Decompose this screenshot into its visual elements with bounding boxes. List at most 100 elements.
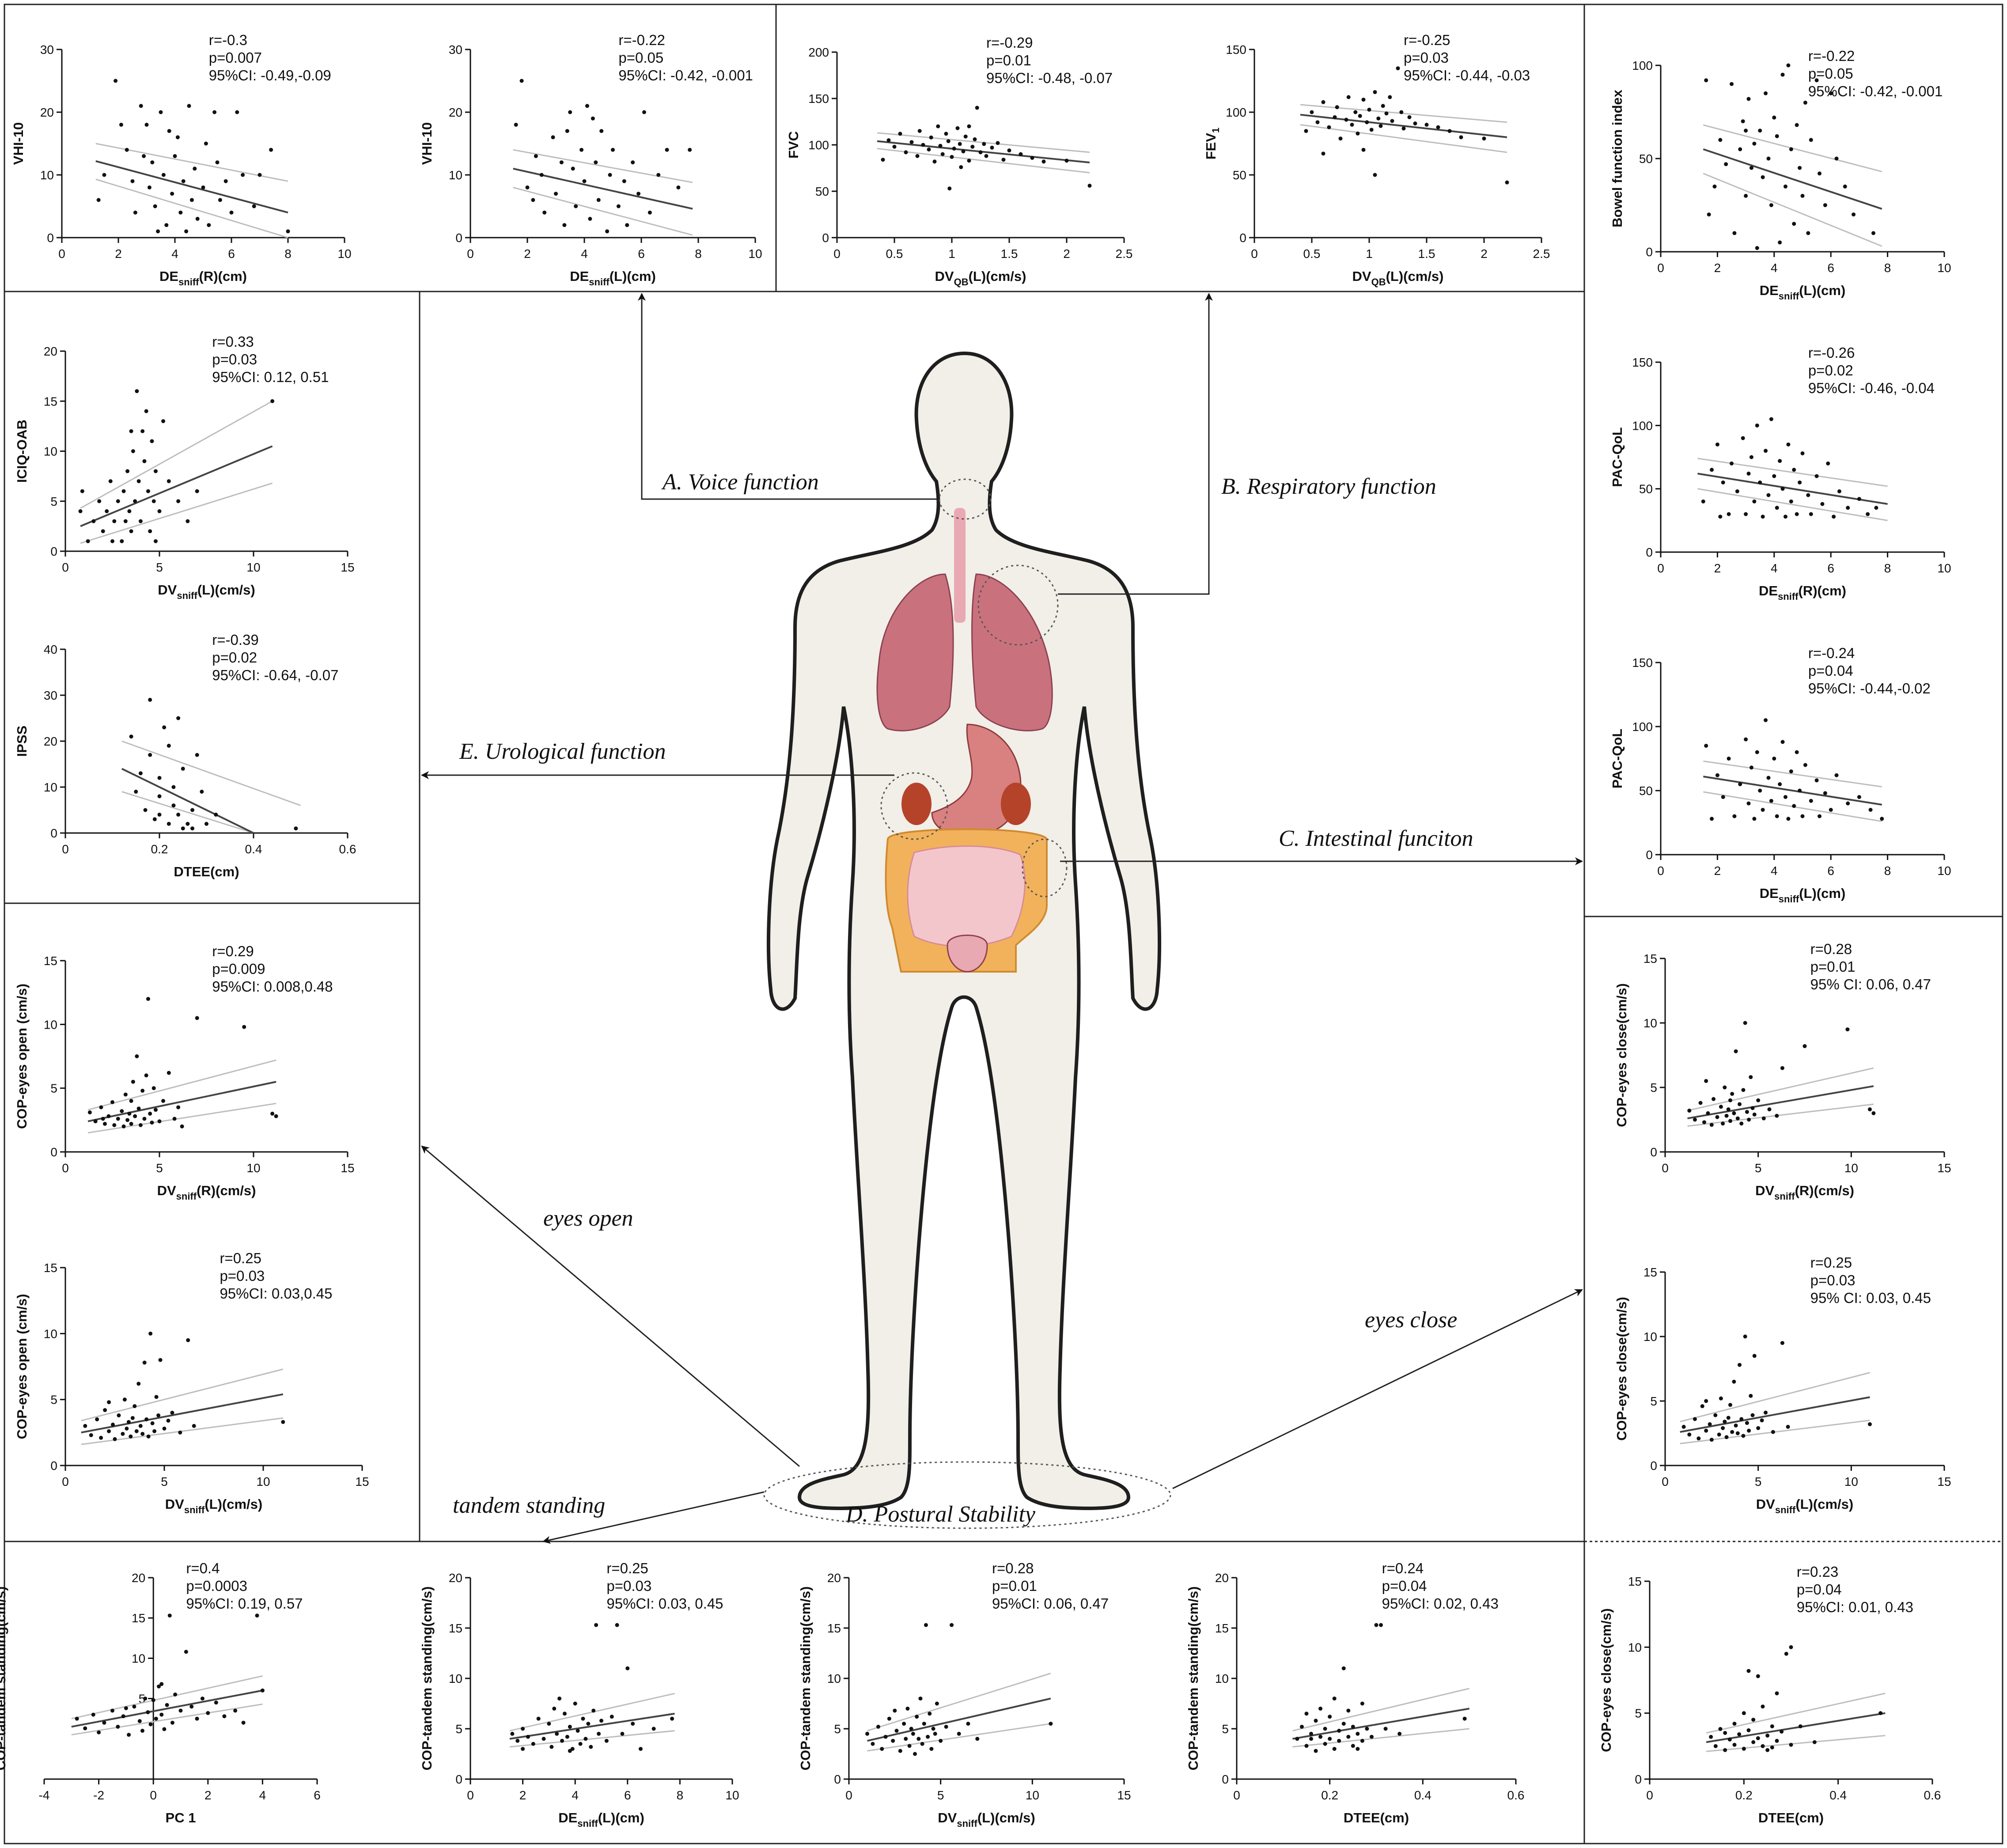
stat-line: r=-0.39 bbox=[212, 632, 258, 648]
y-tick-label: 10 bbox=[1628, 1640, 1642, 1654]
data-point bbox=[913, 1752, 917, 1756]
data-point bbox=[1737, 1732, 1742, 1736]
data-point bbox=[1741, 119, 1745, 124]
human-body-illustration bbox=[763, 351, 1171, 1529]
data-point bbox=[1337, 1738, 1341, 1743]
data-point bbox=[204, 141, 208, 146]
data-point bbox=[911, 1731, 915, 1736]
y-tick-label: 150 bbox=[1226, 43, 1246, 57]
data-point bbox=[150, 439, 154, 443]
data-point bbox=[186, 822, 190, 826]
data-point bbox=[1401, 126, 1406, 131]
data-point bbox=[1724, 1435, 1729, 1439]
ci-lower-line bbox=[1687, 1103, 1874, 1127]
data-point bbox=[112, 1123, 117, 1127]
data-point bbox=[148, 697, 152, 702]
data-point bbox=[1756, 1674, 1760, 1678]
stat-line: r=0.4 bbox=[186, 1560, 220, 1576]
ci-lower-line bbox=[81, 1417, 283, 1445]
y-tick-label: 10 bbox=[449, 1672, 462, 1685]
x-tick-label: 0 bbox=[1657, 864, 1664, 878]
y-tick-label: 50 bbox=[1639, 152, 1653, 166]
data-point bbox=[78, 509, 83, 513]
data-point bbox=[195, 1016, 199, 1020]
data-point bbox=[130, 179, 135, 183]
data-point bbox=[648, 210, 652, 215]
y-axis-label: COP-eyes close(cm/s) bbox=[1614, 983, 1629, 1127]
data-point bbox=[1704, 78, 1708, 83]
data-point bbox=[152, 1429, 157, 1433]
data-point bbox=[950, 1623, 954, 1627]
data-point bbox=[620, 1731, 625, 1736]
data-point bbox=[1049, 1722, 1053, 1726]
fit-line bbox=[1703, 776, 1882, 806]
y-tick-label: 150 bbox=[1632, 356, 1653, 369]
y-tick-label: 100 bbox=[1632, 720, 1653, 734]
data-point bbox=[1809, 512, 1813, 516]
data-point bbox=[944, 1724, 948, 1729]
data-point bbox=[984, 154, 988, 158]
data-point bbox=[1803, 763, 1807, 767]
small-intestine bbox=[907, 845, 1026, 947]
data-point bbox=[1728, 1098, 1732, 1102]
data-point bbox=[1353, 110, 1358, 114]
data-point bbox=[110, 539, 114, 543]
x-tick-label: 0.2 bbox=[1321, 1788, 1338, 1802]
stat-line: 95%CI: -0.42, -0.001 bbox=[618, 67, 753, 83]
y-tick-label: 100 bbox=[1632, 59, 1653, 72]
data-point bbox=[1823, 203, 1827, 207]
data-point bbox=[1749, 166, 1753, 170]
data-point bbox=[521, 1747, 525, 1751]
data-point bbox=[1756, 1736, 1760, 1740]
data-point bbox=[235, 110, 239, 114]
data-point bbox=[656, 173, 661, 177]
data-point bbox=[651, 1727, 656, 1731]
data-point bbox=[200, 789, 204, 794]
data-point bbox=[1390, 119, 1394, 123]
data-point bbox=[1765, 1733, 1770, 1738]
data-point bbox=[967, 124, 971, 129]
x-tick-label: 0.5 bbox=[886, 247, 903, 261]
data-point bbox=[1784, 1651, 1788, 1656]
ci-upper-line bbox=[87, 1059, 276, 1111]
data-point bbox=[1746, 471, 1751, 476]
y-tick-label: 5 bbox=[1635, 1707, 1642, 1720]
data-point bbox=[1738, 147, 1742, 151]
x-tick-label: -4 bbox=[39, 1788, 50, 1802]
y-tick-label: 0 bbox=[50, 545, 57, 558]
data-point bbox=[1462, 1716, 1467, 1721]
data-point bbox=[1789, 147, 1793, 151]
label-tandem-standing: tandem standing bbox=[453, 1493, 605, 1518]
data-point bbox=[1745, 1110, 1749, 1114]
stat-line: r=-0.24 bbox=[1808, 645, 1855, 661]
data-point bbox=[97, 1730, 101, 1734]
data-point bbox=[1713, 1744, 1718, 1748]
data-point bbox=[139, 104, 143, 108]
data-point bbox=[96, 198, 101, 202]
data-point bbox=[83, 1424, 87, 1428]
y-tick-label: 15 bbox=[132, 1611, 145, 1625]
data-point bbox=[1764, 91, 1768, 95]
data-point bbox=[1767, 1107, 1772, 1112]
ci-lower-line bbox=[87, 1102, 276, 1134]
data-point bbox=[165, 1703, 169, 1707]
data-point bbox=[1373, 90, 1377, 95]
stat-line: p=0.03 bbox=[1810, 1272, 1856, 1288]
data-point bbox=[1721, 795, 1725, 799]
data-point bbox=[1780, 72, 1785, 77]
label-voice-function: A. Voice function bbox=[661, 470, 819, 495]
y-tick-label: 100 bbox=[1632, 419, 1653, 432]
data-point bbox=[966, 1722, 970, 1726]
data-point bbox=[1738, 782, 1742, 786]
data-point bbox=[186, 1338, 190, 1342]
y-tick-label: 10 bbox=[40, 168, 54, 182]
data-point bbox=[539, 173, 544, 177]
data-point bbox=[1304, 129, 1308, 133]
data-point bbox=[138, 1424, 143, 1428]
data-point bbox=[270, 1111, 275, 1116]
stat-line: 95%CI: -0.44,-0.02 bbox=[1808, 680, 1931, 697]
data-point bbox=[148, 1331, 153, 1336]
x-tick-label: 8 bbox=[1884, 261, 1891, 275]
data-point bbox=[515, 1738, 520, 1743]
ci-lower-line bbox=[121, 791, 254, 834]
